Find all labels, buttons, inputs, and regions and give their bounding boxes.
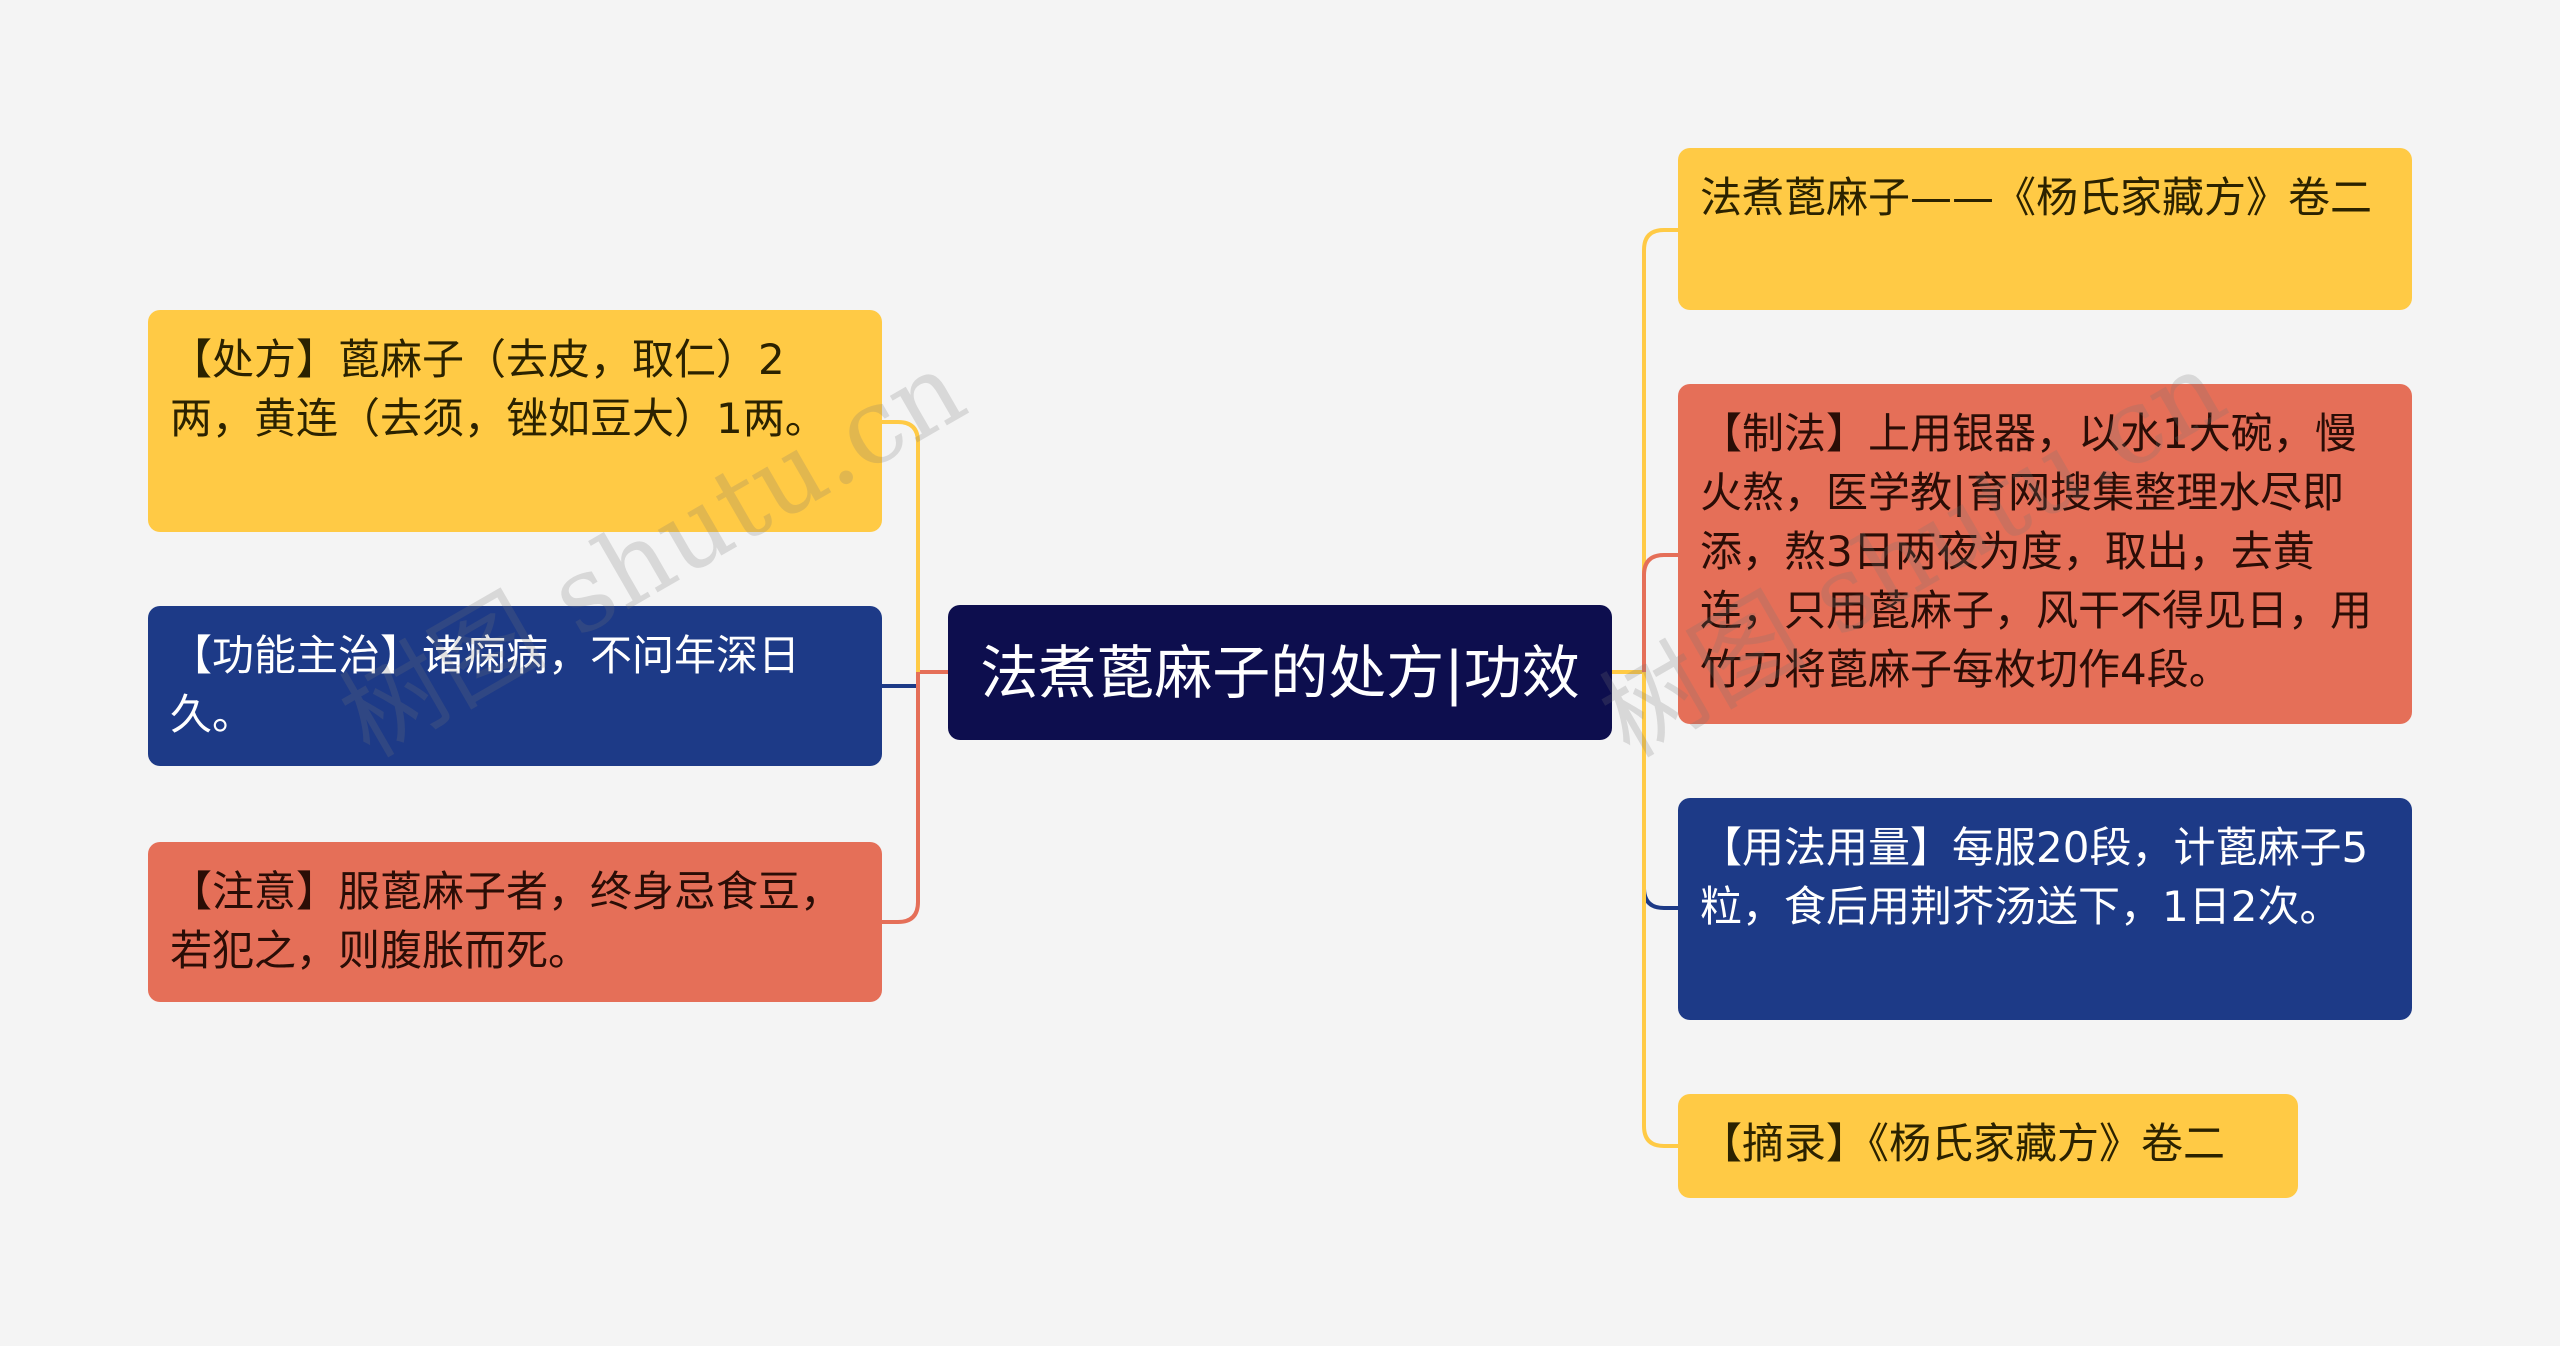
topic-prescription[interactable]: 【处方】蓖麻子（去皮，取仁）2两，黄连（去须，锉如豆大）1两。 xyxy=(148,310,882,532)
topic-preparation-text: 【制法】上用银器，以水1大碗，慢火熬，医学教|育网搜集整理水尽即添，熬3日两夜为… xyxy=(1700,409,2373,694)
root-topic-label: 法煮蓖麻子的处方|功效 xyxy=(980,638,1580,707)
root-topic[interactable]: 法煮蓖麻子的处方|功效 xyxy=(948,605,1612,740)
connector-right-4 xyxy=(1642,672,1678,1148)
topic-caution[interactable]: 【注意】服蓖麻子者，终身忌食豆，若犯之，则腹胀而死。 xyxy=(148,842,882,1002)
topic-dosage-text: 【用法用量】每服20段，计蓖麻子5粒，食后用荆芥汤送下，1日2次。 xyxy=(1700,823,2369,931)
connector-right-1 xyxy=(1642,228,1678,672)
topic-source-title-text: 法煮蓖麻子——《杨氏家藏方》卷二 xyxy=(1700,173,2373,222)
topic-excerpt-text: 【摘录】《杨氏家藏方》卷二 xyxy=(1700,1119,2226,1168)
topic-excerpt[interactable]: 【摘录】《杨氏家藏方》卷二 xyxy=(1678,1094,2298,1198)
topic-source-title[interactable]: 法煮蓖麻子——《杨氏家藏方》卷二 xyxy=(1678,148,2412,310)
connector-left-1 xyxy=(882,420,920,672)
topic-dosage[interactable]: 【用法用量】每服20段，计蓖麻子5粒，食后用荆芥汤送下，1日2次。 xyxy=(1678,798,2412,1020)
topic-indications-text: 【功能主治】诸痫病，不问年深日久。 xyxy=(170,631,801,739)
topic-caution-text: 【注意】服蓖麻子者，终身忌食豆，若犯之，则腹胀而死。 xyxy=(170,867,843,975)
connector-right-2 xyxy=(1642,553,1678,672)
topic-prescription-text: 【处方】蓖麻子（去皮，取仁）2两，黄连（去须，锉如豆大）1两。 xyxy=(170,335,827,443)
connector-left-3 xyxy=(882,672,920,924)
topic-indications[interactable]: 【功能主治】诸痫病，不问年深日久。 xyxy=(148,606,882,766)
topic-preparation[interactable]: 【制法】上用银器，以水1大碗，慢火熬，医学教|育网搜集整理水尽即添，熬3日两夜为… xyxy=(1678,384,2412,724)
connector-right-3 xyxy=(1642,672,1678,910)
